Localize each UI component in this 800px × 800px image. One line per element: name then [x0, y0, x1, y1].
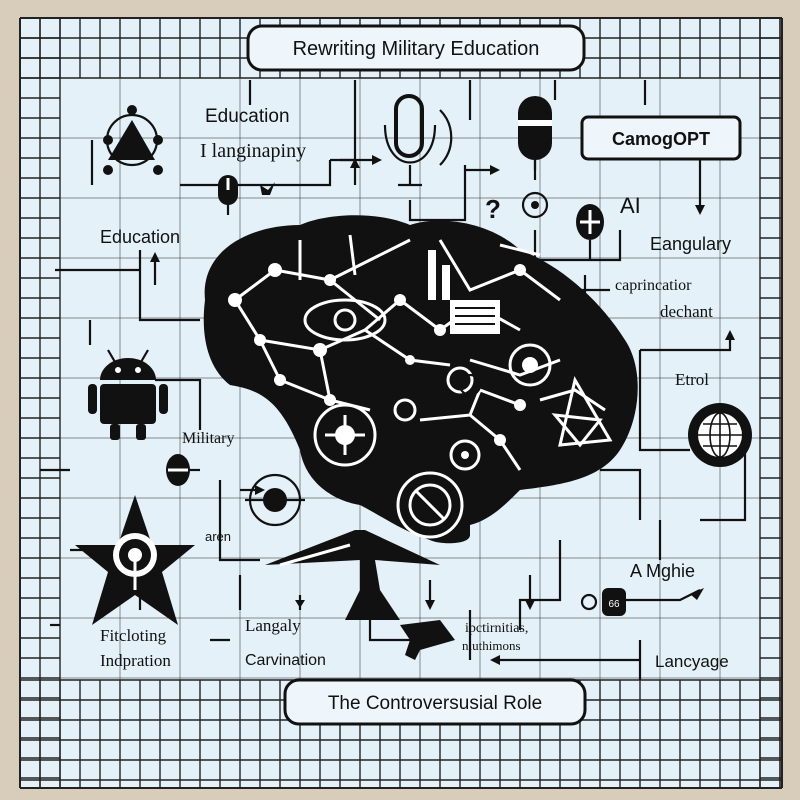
- label-lancyage: Lancyage: [655, 652, 729, 671]
- label-etrol: Etrol: [675, 370, 709, 389]
- shield-icon: [166, 454, 190, 486]
- rocket-drone-icon: [400, 620, 455, 660]
- camogopt-label: CamogOPT: [612, 129, 710, 149]
- label-question: ?: [485, 194, 501, 224]
- label-ipctirnitias: ipctirnitias,: [465, 621, 528, 636]
- label-langaly: Langaly: [245, 616, 301, 635]
- small-target-icon: [458, 373, 482, 397]
- brain-circuit-icon: [203, 215, 638, 544]
- mouse-icon: [218, 175, 275, 215]
- star-emblem-icon: [75, 495, 195, 625]
- label-niuthimons: niuthimons: [462, 638, 521, 653]
- footer-caption: The Controversusial Role: [328, 693, 542, 714]
- label-dechant: dechant: [660, 302, 713, 321]
- capsule-mic-icon: [518, 96, 552, 219]
- label-caprincation: caprincatior: [615, 277, 692, 294]
- label-langinapiny: I langinapiny: [200, 140, 306, 162]
- label-a-mghie: A Mghie: [630, 561, 695, 581]
- camogopt-box: [580, 115, 742, 161]
- globe-icon: [688, 403, 752, 467]
- badge-66-text: 66: [608, 599, 620, 610]
- label-education-left: Education: [100, 227, 180, 247]
- network-triangle-icon: [103, 105, 163, 175]
- padlock-icon: [576, 204, 604, 260]
- label-fitcloting: Fitcloting: [100, 626, 167, 645]
- badge-66: 66: [580, 588, 626, 616]
- label-ai: AI: [620, 193, 641, 218]
- jet-icon: [265, 530, 440, 620]
- label-military: Military: [182, 430, 234, 447]
- label-education-top: Education: [205, 106, 290, 127]
- title-box: [246, 24, 586, 72]
- android-robot-icon: [88, 349, 168, 440]
- footer-box: [283, 678, 587, 726]
- label-carvination: Carvination: [245, 652, 326, 669]
- label-aren: aren: [205, 529, 231, 544]
- target-icon: [245, 473, 305, 527]
- microphone-icon: [383, 94, 453, 187]
- label-eangulary: Eangulary: [650, 234, 731, 254]
- diagram-title: Rewriting Military Education: [293, 38, 540, 60]
- label-indpration: Indpration: [100, 651, 171, 670]
